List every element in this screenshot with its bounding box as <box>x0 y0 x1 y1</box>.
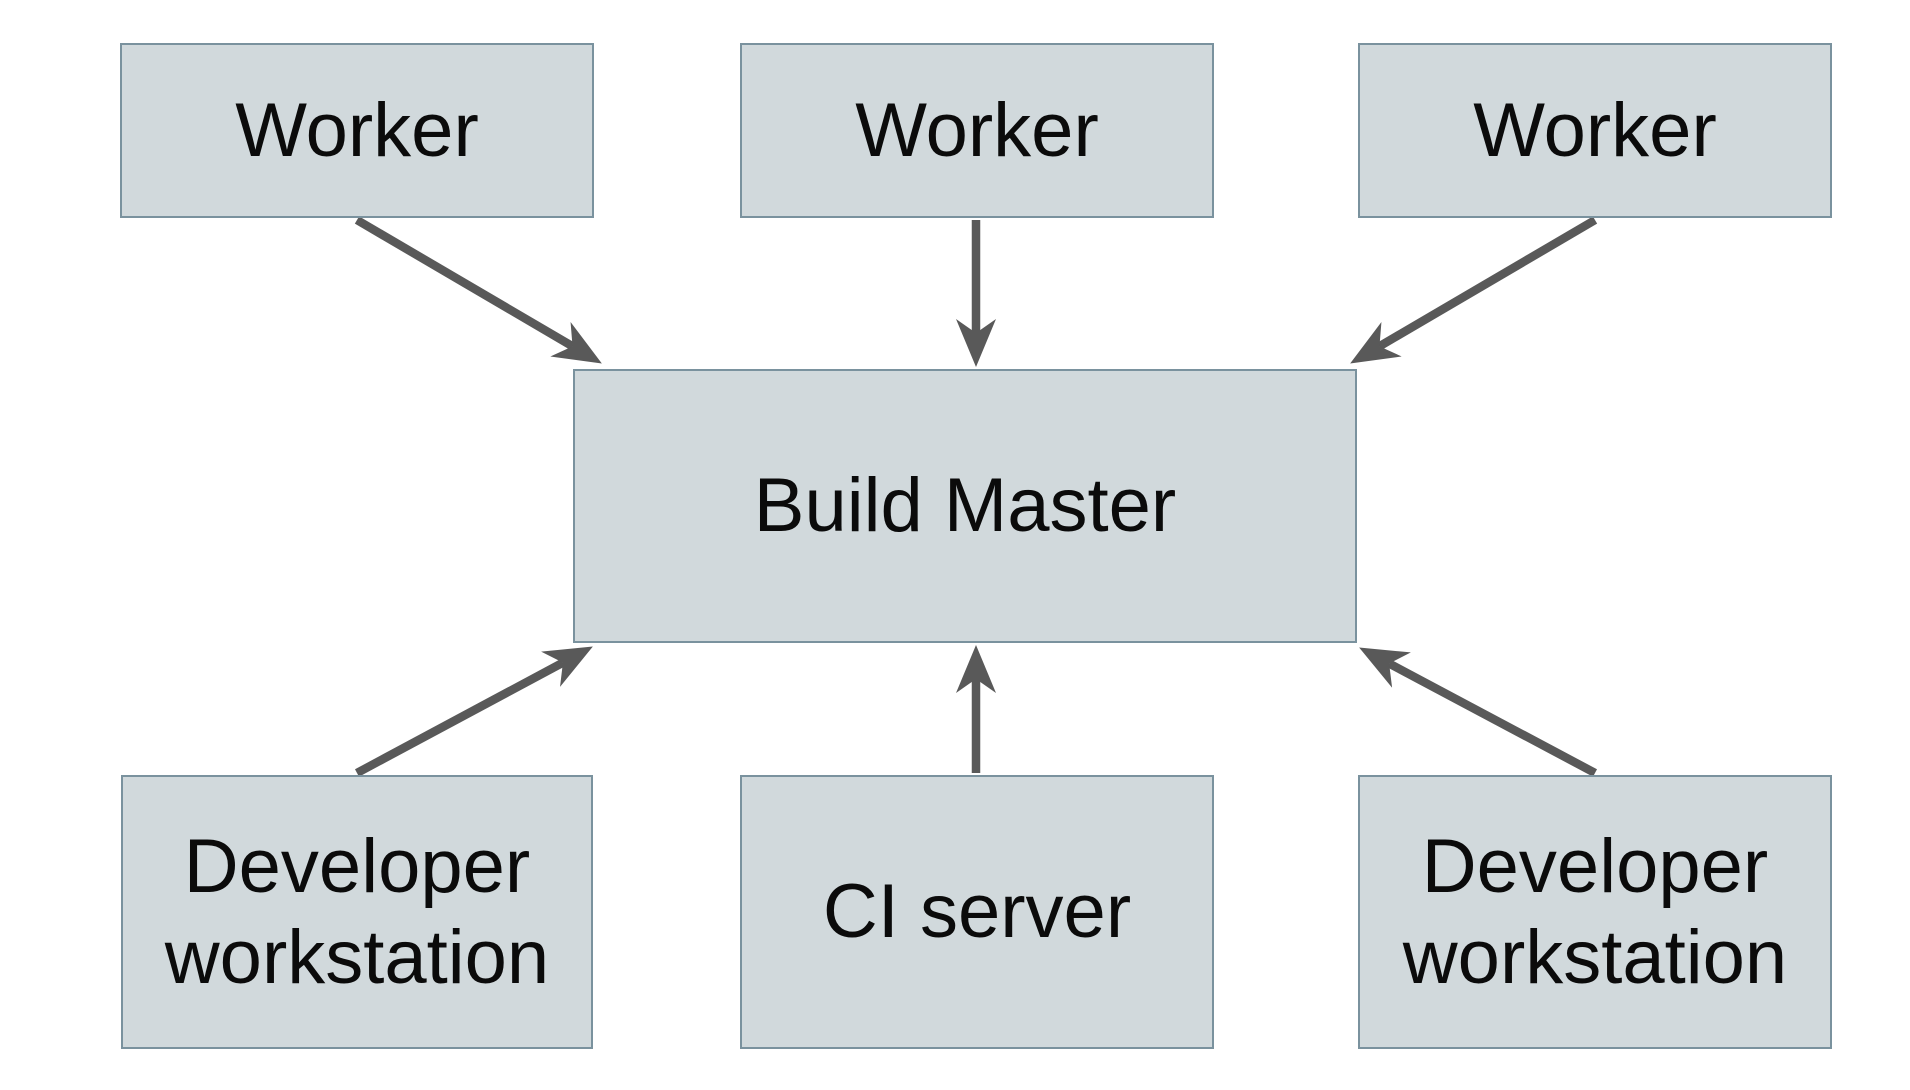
node-developer-workstation-right: Developer workstation <box>1358 775 1832 1049</box>
node-developer-workstation-left: Developer workstation <box>121 775 593 1049</box>
node-worker-middle: Worker <box>740 43 1214 218</box>
node-worker-right-label: Worker <box>1473 87 1717 173</box>
node-ci-server: CI server <box>740 775 1214 1049</box>
node-developer-workstation-left-label: Developer workstation <box>164 823 550 1000</box>
arrow-worker-left-to-build-master <box>354 216 602 364</box>
node-developer-workstation-right-label: Developer workstation <box>1402 823 1788 1000</box>
node-worker-middle-label: Worker <box>855 87 1099 173</box>
node-worker-left: Worker <box>120 43 594 218</box>
node-build-master-label: Build Master <box>753 463 1177 549</box>
node-worker-left-label: Worker <box>235 87 479 173</box>
node-build-master: Build Master <box>573 369 1357 643</box>
arrow-developer-workstation-left-to-build-master <box>354 646 593 777</box>
arrow-developer-workstation-right-to-build-master <box>1359 647 1597 777</box>
node-ci-server-label: CI server <box>822 869 1132 955</box>
arrow-worker-right-to-build-master <box>1350 216 1598 364</box>
node-worker-right: Worker <box>1358 43 1832 218</box>
